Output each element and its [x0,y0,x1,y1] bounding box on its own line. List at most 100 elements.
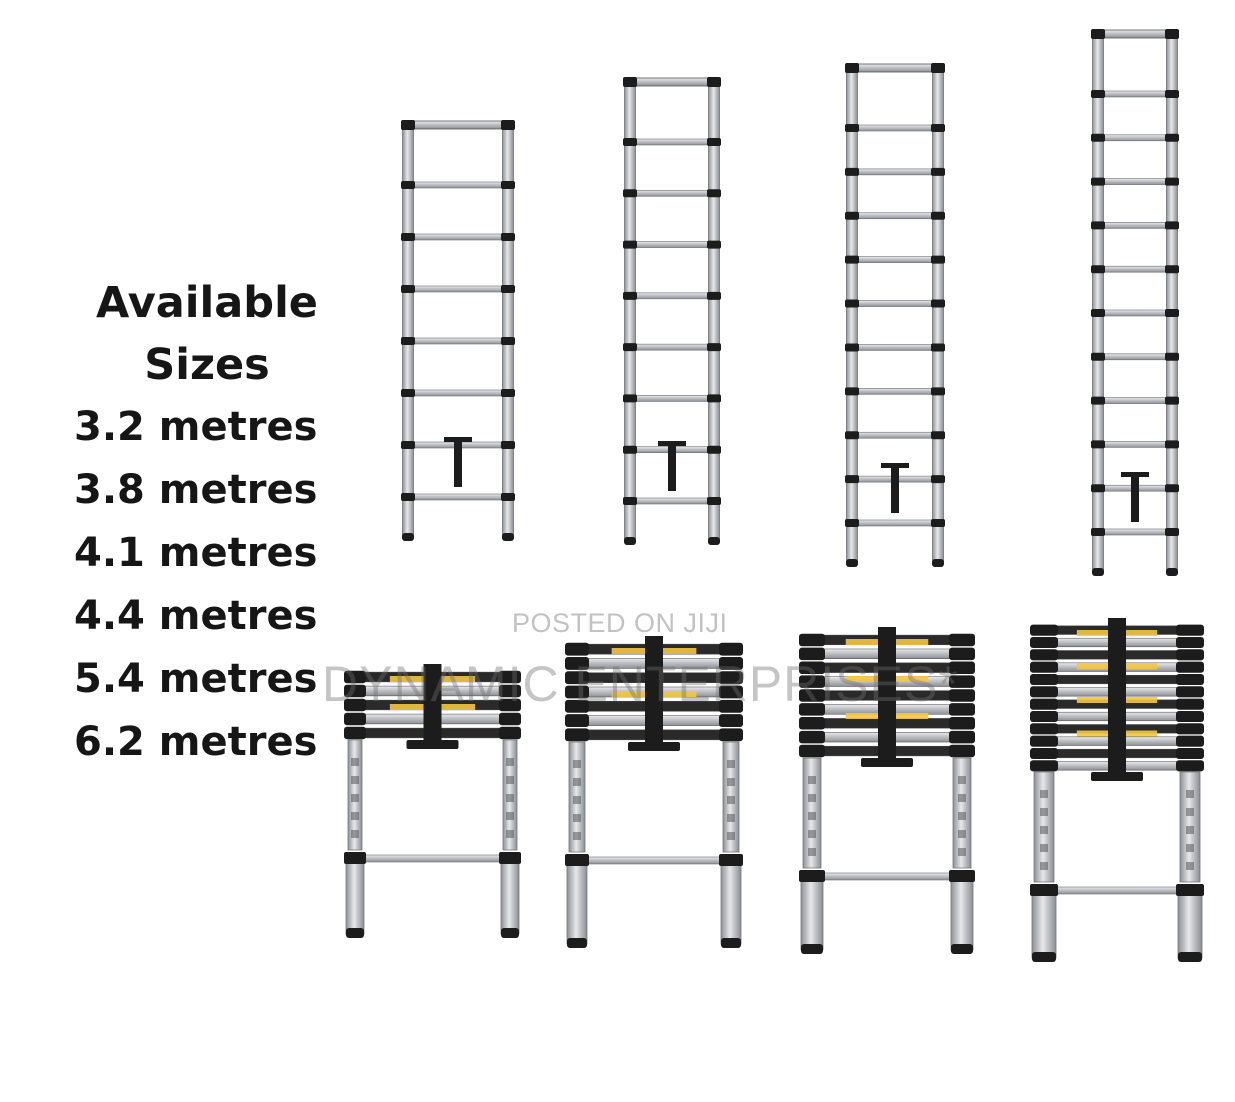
stacked-rung-cap [1030,661,1058,673]
stacked-rung-cap [1030,723,1058,735]
stacked-rung-cap [1176,698,1204,710]
ladder-rung-cap [1091,221,1105,230]
leg-sticker [727,814,735,822]
ladder-rung [1097,222,1173,229]
size-item: 3.2 metres [74,404,318,450]
leg-sticker [1040,844,1048,852]
ladder-rung-cap [845,299,859,308]
ladder-rung-cap [1165,396,1179,405]
ladder-rung [1097,90,1173,98]
leg-sticker [1040,862,1048,870]
leg-sticker [573,778,581,786]
stacked-rung-cap [344,726,366,740]
ladder-rung [851,344,939,351]
ladder-rung-cap [845,475,859,484]
stacked-rung-cap [344,670,366,684]
ladder-foot [346,928,364,938]
ladder-strap [878,627,896,760]
ladder-rung-cap [707,343,721,352]
stacked-rung-cap [1030,673,1058,686]
leg-sticker [1186,790,1194,798]
extended-ladder [623,77,721,545]
ladder-foot [721,938,741,948]
ladder-rung-cap [931,255,945,264]
leg-sticker [1186,826,1194,834]
ladder-rung-cap [499,852,521,864]
stacked-rung-cap [1176,760,1204,772]
ladder-rung-cap [401,285,415,293]
ladder-rail [846,67,858,564]
stacked-rung-cap [499,698,521,712]
leg-sticker [1040,826,1048,834]
stacked-rung-cap [1176,710,1204,723]
ladder-rung [851,300,939,307]
ladder-rung-cap [1165,309,1179,317]
leg-sticker [958,794,966,802]
watermark-posted-on: POSTED ON JIJI [512,608,728,638]
ladder-rung-cap [719,854,743,866]
watermark-company: DYNAMIC ENTERPRISES* [322,656,959,712]
ladder-rung-cap [501,285,515,293]
stacked-rung-cap [1030,698,1058,710]
available-sizes-panel: Available Sizes 3.2 metres 3.8 metres 4.… [62,272,352,774]
ladder-rung-cap [845,211,859,220]
leg-sticker [958,776,966,784]
ladder-rung [1097,178,1173,185]
ladder-rung-cap [401,441,415,449]
stacked-rung-cap [719,671,743,685]
ladder-rung-cap [1091,177,1105,186]
stacked-rung-cap [1176,673,1204,686]
leg-sticker [727,760,735,768]
leg-sticker [808,776,816,784]
leg-sticker [506,830,514,838]
ladder-leg [1031,889,1057,959]
leg-sticker [506,794,514,802]
ladder-leg [1177,889,1203,959]
stacked-rung-cap [1176,636,1204,649]
ladder-rung [407,389,509,397]
ladder-rung-cap [707,189,721,198]
ladder-foot [1178,952,1202,962]
stacked-rung-cap [1030,636,1058,649]
ladder-rung-cap [1091,133,1105,142]
ladder-rung [629,343,715,351]
ladder-rung-cap [1176,884,1204,896]
stacked-rung-cap [565,685,589,699]
ladder-rung [407,337,509,345]
ladder-rung-cap [931,475,945,484]
ladder-rung-cap [1165,90,1179,98]
ladder-leg [566,859,588,945]
leg-sticker [727,796,735,804]
ladder-rung [629,189,715,197]
ladder-foot [501,928,519,938]
stacked-rung-cap [719,728,743,742]
ladder-rung-cap [1165,528,1179,536]
ladder-rung-cap [501,181,515,189]
ladder-rung-cap [949,870,975,882]
size-item: 4.1 metres [74,530,318,576]
ladder-rung-cap [845,519,859,527]
ladder-rung [1097,353,1173,361]
leg-sticker [351,794,359,802]
extended-ladder [401,120,515,541]
stacked-rung-cap [949,703,975,716]
size-item: 5.4 metres [74,656,318,702]
ladder-bottom-rung [811,872,963,881]
stacked-rung-cap [1030,747,1058,760]
leg-sticker [351,776,359,784]
ladder-rung [629,292,715,300]
ladder-rung-cap [707,291,721,300]
ladder-leg [500,857,520,935]
stacked-rung-cap [719,714,743,727]
ladder-rung-cap [344,852,366,864]
stacked-rung-cap [799,661,825,674]
ladder-rung-cap [1165,133,1179,142]
collapsed-ladder [799,627,975,954]
ladder-foot [932,559,944,567]
leg-sticker [506,812,514,820]
stacked-rung-cap [1030,624,1058,636]
ladder-rung-cap [623,343,637,352]
leg-sticker [808,812,816,820]
ladder-strap-handle [861,758,913,767]
